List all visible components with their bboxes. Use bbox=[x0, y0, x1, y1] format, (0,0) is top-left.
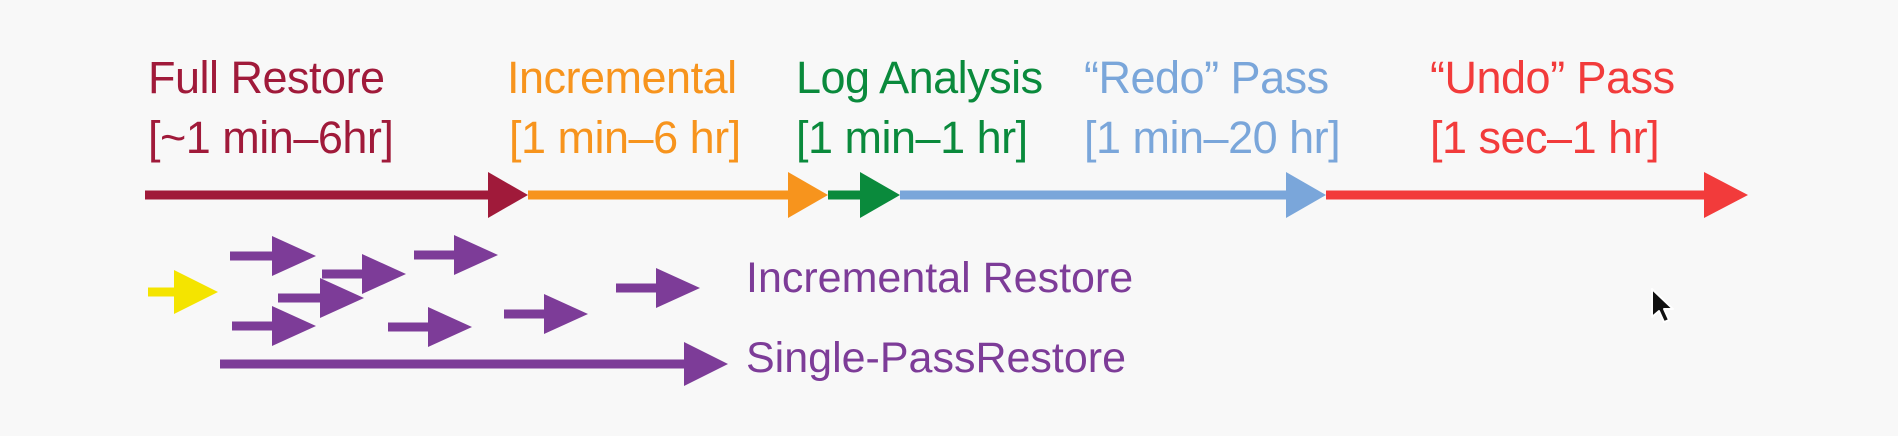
phase-arrow-undo bbox=[1326, 172, 1748, 218]
restore-fragment-arrow bbox=[278, 278, 364, 318]
phase-title-log-analysis: Log Analysis bbox=[796, 52, 1043, 103]
restore-fragment-arrow bbox=[414, 235, 498, 275]
phase-arrow-incremental bbox=[528, 172, 828, 218]
phase-title-incremental: Incremental bbox=[507, 52, 737, 103]
phase-range-undo: [1 sec–1 hr] bbox=[1430, 112, 1660, 163]
phase-title-full: Full Restore bbox=[148, 52, 385, 103]
restore-fragment-arrow bbox=[504, 294, 588, 334]
phase-title-undo: “Undo” Pass bbox=[1430, 52, 1675, 103]
phase-arrow-full bbox=[145, 172, 528, 218]
single-pass-restore-arrow bbox=[220, 342, 728, 386]
phase-range-log-analysis: [1 min–1 hr] bbox=[796, 112, 1028, 163]
label-single-pass-restore: Single-PassRestore bbox=[746, 334, 1127, 382]
start-marker-arrow bbox=[148, 270, 218, 314]
restore-fragment-arrow bbox=[232, 306, 316, 346]
restore-fragment-arrow bbox=[616, 268, 700, 308]
phase-arrow-log-analysis bbox=[828, 172, 900, 218]
restore-fragment-arrow bbox=[388, 307, 472, 347]
restore-fragment-arrow bbox=[230, 236, 316, 276]
mouse-pointer-icon bbox=[1651, 288, 1674, 323]
label-incremental-restore: Incremental Restore bbox=[746, 254, 1134, 302]
phase-range-full: [~1 min–6hr] bbox=[148, 112, 394, 163]
incremental-restore-fragments bbox=[230, 235, 700, 347]
restore-fragment-arrow bbox=[322, 254, 406, 294]
phase-range-incremental: [1 min–6 hr] bbox=[509, 112, 741, 163]
phase-arrow-redo bbox=[900, 172, 1326, 218]
phase-title-redo: “Redo” Pass bbox=[1084, 52, 1329, 103]
phase-range-redo: [1 min–20 hr] bbox=[1084, 112, 1341, 163]
